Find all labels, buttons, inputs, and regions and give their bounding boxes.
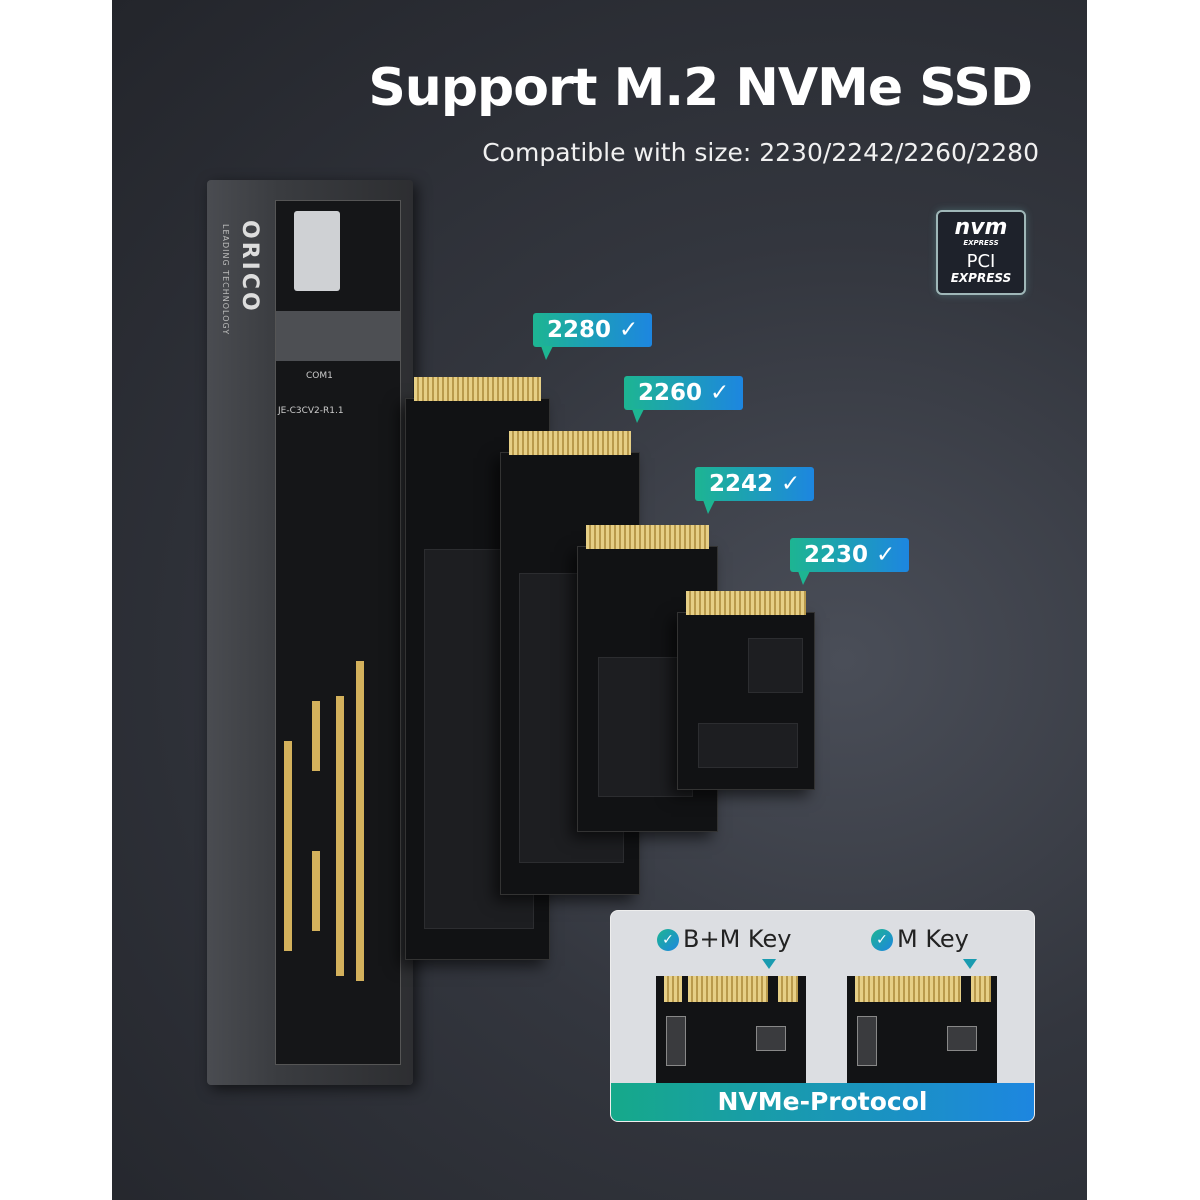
size-badge-2230: 2230 ✓ — [790, 538, 909, 585]
notch-indicator-icon — [963, 959, 977, 969]
board-label: JE-C3CV2-R1.1 — [278, 406, 344, 416]
check-circle-icon: ✓ — [657, 929, 679, 951]
size-badge-2242: 2242 ✓ — [695, 467, 814, 514]
gold-strip — [312, 851, 320, 931]
page-title: Support M.2 NVMe SSD — [368, 58, 1033, 118]
com-label: COM1 — [306, 371, 333, 381]
pci-express-text: EXPRESS — [950, 271, 1012, 285]
gold-strip — [336, 696, 344, 976]
page-subtitle: Compatible with size: 2230/2242/2260/228… — [482, 138, 1039, 167]
size-badge-2260: 2260 ✓ — [624, 376, 743, 423]
product-banner: Support M.2 NVMe SSD Compatible with siz… — [112, 0, 1087, 1200]
check-circle-icon: ✓ — [871, 929, 893, 951]
m2-slot — [276, 311, 400, 361]
check-icon: ✓ — [710, 380, 730, 406]
nvm-logo-text: nvm — [954, 215, 1008, 240]
gold-strip — [284, 741, 292, 951]
usb-c-port — [294, 211, 340, 291]
m-key-card — [847, 976, 997, 1086]
ssd-2230 — [677, 591, 815, 790]
key-m: ✓M Key — [871, 925, 969, 953]
gold-strip — [356, 661, 364, 981]
brand-tagline: LEADING TECHNOLOGY — [221, 224, 230, 336]
key-compatibility-panel: ✓B+M Key ✓M Key NVMe-Protocol — [610, 910, 1035, 1122]
notch-indicator-icon — [762, 959, 776, 969]
orico-logo: ORICO — [237, 220, 262, 314]
nvm-express-text: EXPRESS — [963, 239, 999, 247]
check-icon: ✓ — [619, 317, 639, 343]
size-badge-2280: 2280 ✓ — [533, 313, 652, 360]
enclosure-interior: COM1 JE-C3CV2-R1.1 — [275, 200, 401, 1065]
nvme-pcie-logo: nvm EXPRESS PCI EXPRESS — [936, 210, 1026, 295]
protocol-banner: NVMe-Protocol — [611, 1083, 1034, 1121]
pci-logo-text: PCI — [966, 251, 996, 272]
check-icon: ✓ — [876, 542, 896, 568]
ssd-enclosure: ORICO LEADING TECHNOLOGY COM1 JE-C3CV2-R… — [207, 180, 413, 1085]
key-bm: ✓B+M Key — [657, 925, 791, 953]
bm-key-card — [656, 976, 806, 1086]
check-icon: ✓ — [781, 471, 801, 497]
gold-strip — [312, 701, 320, 771]
